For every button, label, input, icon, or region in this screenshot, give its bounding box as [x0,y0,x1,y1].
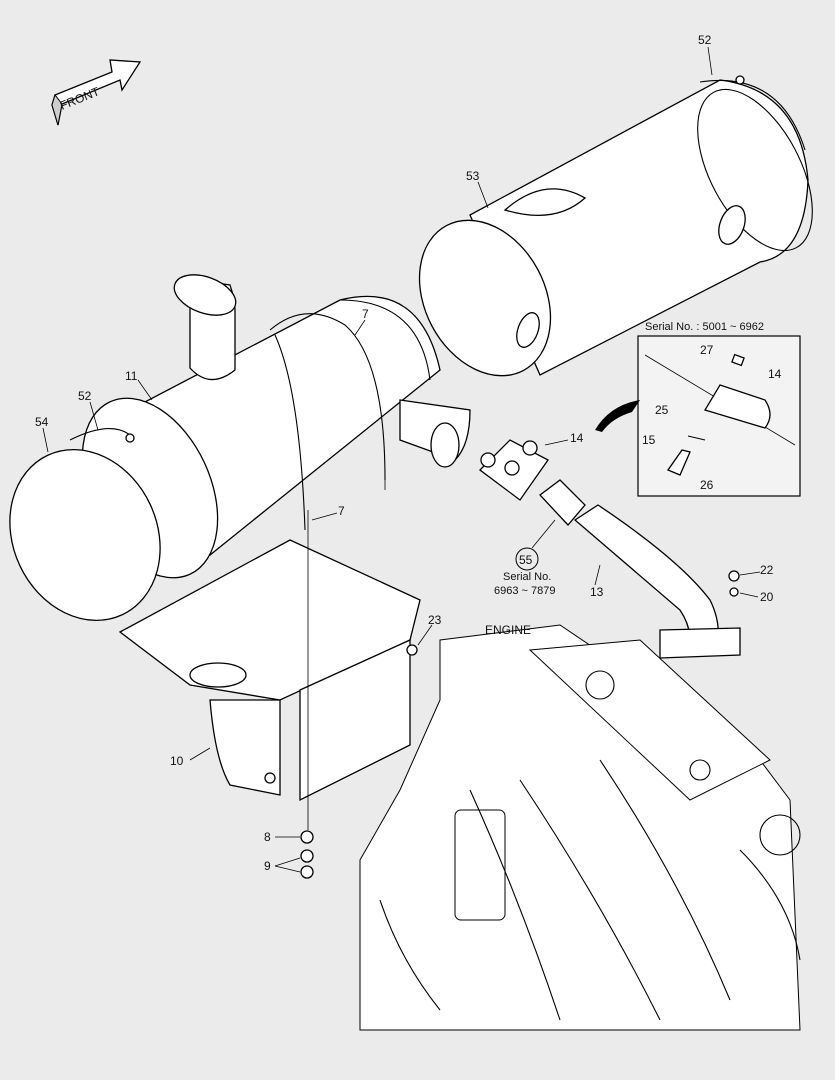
callout-13: 13 [590,585,604,599]
inset-detail: Serial No. : 5001 ~ 6962 27 14 25 15 26 [595,321,801,497]
inset-frame [637,335,801,497]
inset-callout-25: 25 [655,403,669,417]
u-bolt-strap [269,313,386,531]
callouts: 52 53 7 11 52 54 14 7 13 22 20 23 10 8 9 [35,33,774,873]
inset-callout-15: 15 [642,433,656,447]
serial-note: 55 Serial No. 6963 ~ 7879 [494,519,555,597]
front-arrow: FRONT [51,59,142,126]
callout-7-top: 7 [362,307,369,321]
inset-callout-26: 26 [700,478,714,492]
callout-8: 8 [264,830,271,844]
hardware [300,470,386,879]
callout-52-left: 52 [78,389,92,403]
callout-20: 20 [760,590,774,604]
callout-9: 9 [264,859,271,873]
inset-callout-27: 27 [700,343,714,357]
leader-lines [42,46,761,873]
callout-53: 53 [466,169,480,183]
serial-line-2: 6963 ~ 7879 [494,585,555,597]
callout-23: 23 [428,613,442,627]
callout-7-mid: 7 [338,504,345,518]
callout-22: 22 [760,563,774,577]
callout-10: 10 [170,754,184,768]
exhaust-pipes [406,439,741,659]
inset-callout-14: 14 [768,367,782,381]
heat-shield [418,75,813,377]
engine-label: ENGINE [485,623,531,637]
callout-14: 14 [570,431,584,445]
mounting-bracket [118,539,421,802]
end-cap [9,397,219,622]
callout-52-top: 52 [698,33,712,47]
engine-block [359,624,801,1031]
callout-54: 54 [35,415,49,429]
callout-11: 11 [125,369,138,383]
serial-line-1: Serial No. [503,571,551,583]
inset-title: Serial No. : 5001 ~ 6962 [645,321,764,333]
callout-55: 55 [519,553,533,567]
inset-pointer [595,400,640,432]
